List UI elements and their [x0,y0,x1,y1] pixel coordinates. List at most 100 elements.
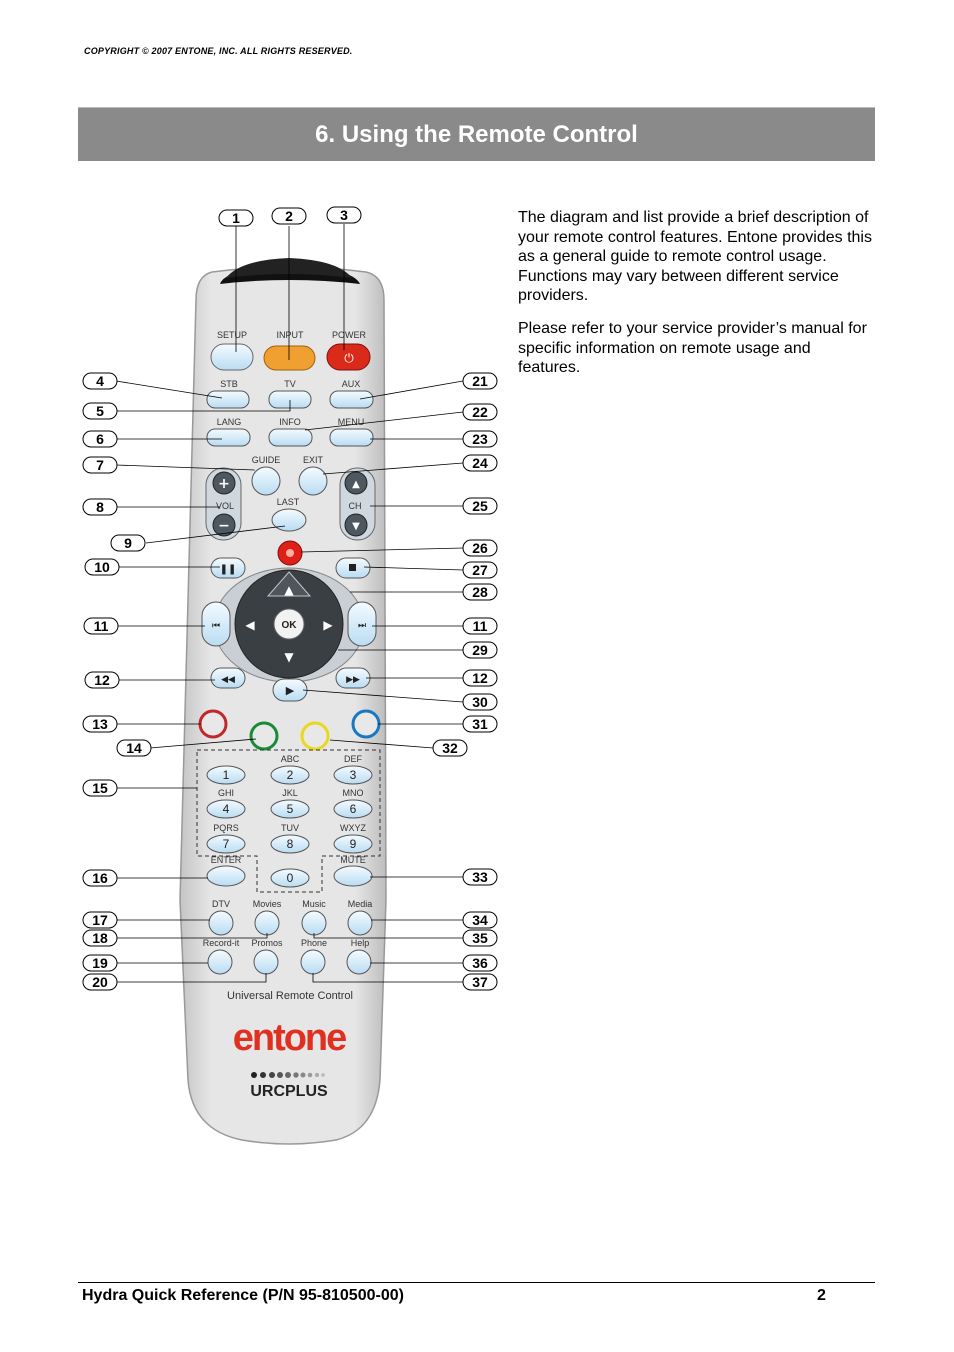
guide-button[interactable] [252,467,280,495]
record-it-button[interactable] [208,950,232,974]
guide-label: GUIDE [252,455,281,465]
power-icon: ⏻ [344,351,354,365]
arrow-down-icon: ▼ [352,521,360,532]
record-it-label: Record-it [203,938,240,948]
promos-label: Promos [251,938,283,948]
input-button[interactable] [264,346,315,370]
callout-number: 30 [472,694,488,710]
callout-number: 28 [472,584,488,600]
callout-number: 14 [126,740,142,756]
footer-doc-title: Hydra Quick Reference (P/N 95-810500-00) [82,1287,404,1305]
play-icon: ▶ [286,684,295,697]
key-6-letters: MNO [343,788,364,798]
key-0-label: 0 [287,871,294,885]
setup-label: SETUP [217,330,247,340]
key-2-label: 2 [287,768,294,782]
info-button[interactable] [269,429,312,446]
callout-number: 24 [472,455,488,471]
callout-number: 6 [96,431,104,447]
skip-back-icon: ⏮ [212,621,220,631]
last-button[interactable] [272,509,306,531]
callout-number: 27 [472,562,488,578]
key-5-letters: JKL [282,788,298,798]
stop-icon [349,564,356,571]
callout-number: 33 [472,869,488,885]
minus-icon: − [218,518,230,534]
blue-button[interactable] [353,711,379,737]
callout-number: 19 [92,955,108,971]
last-label: LAST [277,497,300,507]
key-1-label: 1 [223,768,230,782]
red-button[interactable] [200,711,226,737]
movies-button[interactable] [255,911,279,935]
stb-button[interactable] [207,391,249,408]
ch-label: CH [349,501,362,511]
key-3-letters: DEF [344,754,363,764]
help-button[interactable] [347,950,371,974]
promos-button[interactable] [254,950,278,974]
enter-button[interactable] [207,866,245,886]
callout-number: 12 [94,672,110,688]
aux-button[interactable] [330,391,373,408]
stb-label: STB [220,379,238,389]
callout-number: 36 [472,955,488,971]
key-3-label: 3 [350,768,357,782]
mute-button[interactable] [334,866,372,886]
record-icon [286,549,294,557]
power-label: POWER [332,330,367,340]
callout-number: 29 [472,642,488,658]
key-7-letters: PQRS [213,823,239,833]
setup-button[interactable] [211,344,253,370]
phone-button[interactable] [301,950,325,974]
movies-label: Movies [253,899,282,909]
arrow-up-icon: ▲ [352,479,360,490]
input-label: INPUT [277,330,305,340]
key-4-letters: GHI [218,788,234,798]
callout-number: 9 [124,535,132,551]
tv-label: TV [284,379,296,389]
skip-forward-icon: ⏭ [358,621,366,631]
key-5-label: 5 [287,802,294,816]
green-button[interactable] [251,723,277,749]
callout-number: 11 [473,618,488,634]
callout-number: 17 [92,912,108,928]
key-9-label: 9 [350,837,357,851]
entone-logo: entone [233,1017,346,1059]
callout-number: 3 [340,207,348,223]
callout-number: 26 [472,540,488,556]
ok-label: OK [282,620,298,631]
exit-label: EXIT [303,455,324,465]
yellow-button[interactable] [302,723,328,749]
key-2-letters: ABC [281,754,300,764]
lang-button[interactable] [207,429,250,446]
media-label: Media [348,899,373,909]
exit-button[interactable] [299,467,327,495]
music-label: Music [302,899,326,909]
key-6-label: 6 [350,802,357,816]
dtv-button[interactable] [209,911,233,935]
dtv-label: DTV [212,899,230,909]
arrow-up-icon: ▲ [284,583,294,597]
footer-page-number: 2 [817,1287,826,1305]
info-label: INFO [279,417,301,427]
key-8-letters: TUV [281,823,299,833]
callout-number: 4 [96,373,104,389]
footer-rule [78,1282,875,1283]
mute-label: MUTE [340,855,366,865]
lang-label: LANG [217,417,242,427]
enter-label: ENTER [211,855,242,865]
key-7-label: 7 [223,837,230,851]
callout-number: 5 [96,403,104,419]
media-button[interactable] [348,911,372,935]
fast-forward-icon: ▶▶ [346,675,360,685]
arrow-down-icon: ▼ [284,650,294,664]
phone-label: Phone [301,938,327,948]
menu-button[interactable] [330,429,373,446]
pause-icon: ❚❚ [220,564,237,575]
callout-number: 7 [96,457,104,473]
callout-number: 8 [96,499,104,515]
music-button[interactable] [302,911,326,935]
vol-label: VOL [216,501,234,511]
callout-number: 23 [472,431,488,447]
